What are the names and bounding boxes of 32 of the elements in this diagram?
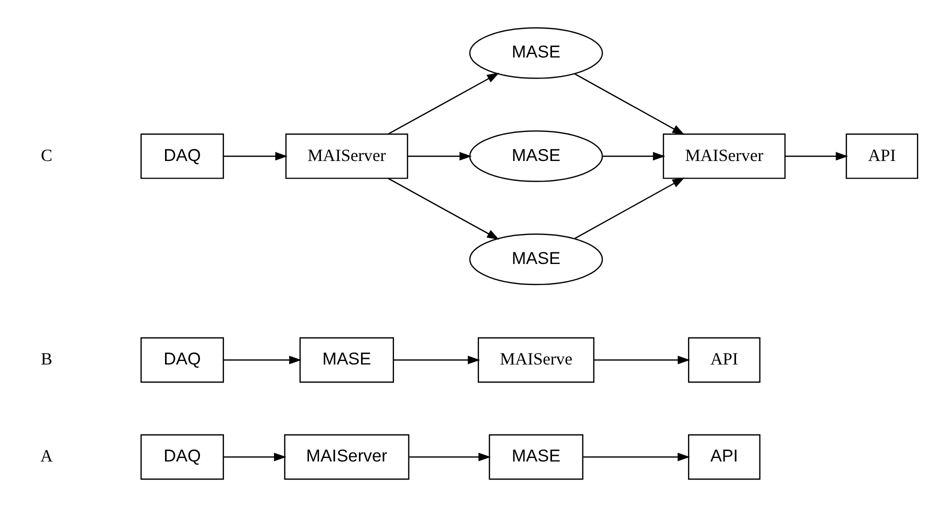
node-box: DAQ — [140, 434, 224, 480]
arrow — [224, 452, 286, 461]
arrow — [594, 355, 690, 364]
node-box: DAQ — [140, 133, 224, 178]
node-box: MAIServer — [285, 133, 408, 178]
node-box: MASE — [488, 434, 584, 480]
arrow — [408, 151, 472, 160]
arrow — [388, 177, 500, 240]
label: C — [40, 145, 52, 164]
arrow — [574, 72, 685, 134]
arrow — [574, 177, 685, 239]
arrow — [409, 452, 491, 461]
node-box: MAIServer — [662, 133, 786, 178]
node-ellipse: MASE — [469, 233, 603, 285]
node-box: MASE — [299, 336, 394, 382]
arrow — [388, 72, 500, 134]
arrow — [583, 452, 690, 461]
arrow — [224, 151, 288, 160]
node-box: API — [846, 133, 918, 178]
label: A — [40, 446, 53, 466]
node-box: API — [688, 336, 760, 382]
node-box: MAIServer — [284, 434, 410, 480]
arrow — [785, 151, 848, 160]
arrow — [602, 151, 666, 160]
node-box: API — [688, 434, 760, 480]
arrow — [224, 355, 302, 364]
node-ellipse: MASE — [469, 130, 603, 182]
label: B — [40, 349, 52, 368]
node-box: DAQ — [140, 336, 224, 382]
arrow — [394, 355, 480, 364]
node-ellipse: MASE — [469, 26, 603, 78]
node-box: MAIServe — [478, 336, 594, 382]
